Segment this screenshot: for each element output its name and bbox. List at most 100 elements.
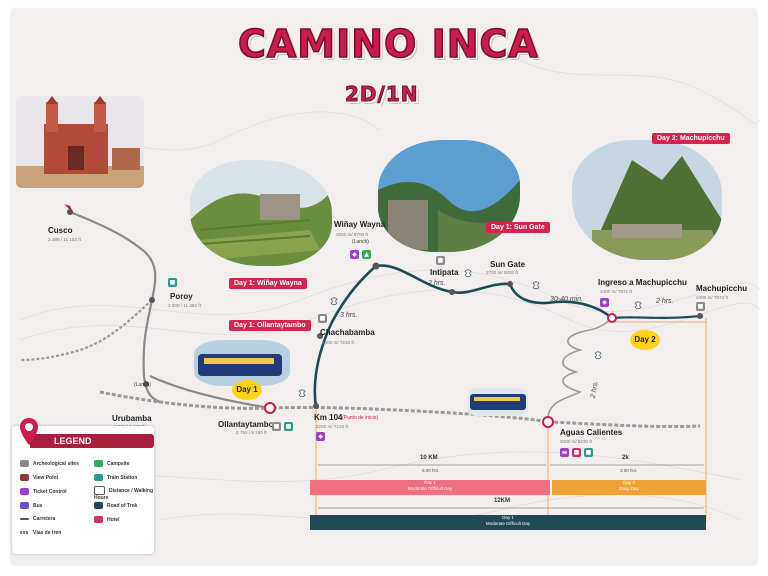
label-ollantaytambo: Ollantaytambo <box>218 420 274 429</box>
train-icon <box>94 474 103 481</box>
distance-12km: 12KM <box>494 498 511 504</box>
legend-label: Train Station <box>107 474 138 481</box>
legend-label: Vías de tren <box>33 530 62 536</box>
hiker-icon: ⛻ <box>594 350 603 362</box>
label-winaywayna: Wiñay Wayna <box>334 220 386 229</box>
alt-sungate: 2720 m/ 8920 ft <box>486 270 518 275</box>
legend-item-hotel: Hotel <box>94 516 120 523</box>
machupicchu-photo <box>572 140 722 260</box>
legend-label: Campsite <box>107 460 130 467</box>
hiker-icon: ⛻ <box>464 268 473 280</box>
route-ingreso-machupicchu <box>611 314 701 320</box>
alt-ingreso: 2400 m/ 7872 ft <box>600 289 632 294</box>
legend-label: Ticket Control <box>33 488 67 495</box>
segment-day1-bar: Day 1 Moderate Difficult Day <box>310 480 550 495</box>
label-sungate: Sun Gate <box>490 260 526 269</box>
map-pin-icon <box>20 418 38 446</box>
legend-label: Archeological sites <box>33 460 79 467</box>
label-poroy: Poroy <box>170 292 193 301</box>
train-station-icon: ■ <box>284 422 293 431</box>
segment-total-day: Day 1 <box>502 515 514 520</box>
ruins-icon <box>20 460 29 467</box>
legend-item-train: Train Station <box>94 474 137 481</box>
label-urubamba: Urubamba <box>112 414 152 423</box>
hiker-icon: ⛻ <box>298 388 307 400</box>
train-station-icon: ■ <box>168 278 177 287</box>
tent-icon <box>94 460 103 467</box>
label-ingreso: Ingreso a Machupicchu <box>598 278 687 287</box>
tag-day1-winay: Day 1: Wiñay Wayna <box>229 278 307 289</box>
duration-winay-intipata: 2 hrs. <box>428 280 446 287</box>
train-photo-aguas <box>468 388 528 416</box>
inca-trail-route <box>313 264 613 409</box>
legend-label: Bus <box>33 502 43 509</box>
legend-label: Road of Trek <box>107 502 138 509</box>
legend-label: Carretera <box>33 516 56 522</box>
poster-title: CAMINO INCA <box>237 21 539 67</box>
legend-item-trek: Road of Trek <box>94 502 137 509</box>
rail-icon <box>20 531 29 535</box>
note-winaywayna: (Lunch) <box>352 239 369 245</box>
hiker-icon: ⛻ <box>532 280 541 292</box>
distance-arrows <box>318 464 704 509</box>
hiker-icon: ⛻ <box>330 296 339 308</box>
label-aguascalientes: Aguas Calientes <box>560 428 623 437</box>
distance-2k: 2k <box>622 455 629 461</box>
cusco-pin-icon <box>64 204 74 214</box>
road-cusco-urubamba <box>69 210 161 404</box>
sun-gate-photo <box>378 140 520 252</box>
tag-day1-sungate: Day 1: Sun Gate <box>486 222 550 233</box>
legend-item-campsite: Campsite <box>94 460 130 467</box>
guide-lines <box>315 318 707 522</box>
hiker-icon <box>94 502 103 509</box>
duration-sungate-ingreso: 30-40 min. <box>550 296 584 303</box>
bus-road-switchbacks <box>547 317 613 423</box>
legend-label: Distance / Walking Hours <box>94 487 153 501</box>
eye-icon <box>20 474 29 481</box>
legend-item-archeological: Archeological sites <box>20 460 79 467</box>
legend-item-viewpoint: View Point <box>20 474 58 481</box>
ticket-icon: ◆ <box>350 250 359 259</box>
bus-icon: ▬ <box>560 448 569 457</box>
distance-icon <box>94 486 105 495</box>
label-chachabamba: Chachabamba <box>320 328 375 337</box>
ruins-icon: ■ <box>696 302 705 311</box>
alt-km104: 2200 m/ 7218 ft <box>316 424 348 429</box>
distance-10km: 10 KM <box>420 455 438 461</box>
hiker-icon: ⛻ <box>634 300 643 312</box>
note-urubamba: (Lunch) <box>134 382 151 388</box>
alt-machupicchu: 2400 m/ 7873 ft <box>696 295 728 300</box>
legend-label: Hotel <box>107 516 120 523</box>
tag-day1-ollantaytambo: Day 1: Ollantaytambo <box>229 320 311 331</box>
segment-total-diff: Moderate Difficult Day <box>485 521 531 526</box>
segment-day1-diff: Moderate Difficult Day <box>407 486 453 491</box>
day1-badge: Day 1 <box>232 380 262 400</box>
alt-winaywayna: 2650 m/ 8700 ft <box>336 232 368 237</box>
label-intipata: Intipata <box>430 268 459 277</box>
cusco-cathedral-photo <box>16 96 144 188</box>
label-machupicchu: Machupicchu <box>696 284 748 293</box>
legend-label: View Point <box>33 474 59 481</box>
legend-title: LEGEND <box>30 434 154 448</box>
alt-ollantaytambo: 2 792 / 9 160 ft <box>236 430 267 435</box>
duration-ingreso-machupicchu: 2 hrs. <box>656 298 674 305</box>
alt-aguascalientes: 2000 m/ 6230 ft <box>560 439 592 444</box>
road-icon <box>20 517 29 520</box>
alt-cusco: 3 399 / 11 152 ft <box>48 237 81 242</box>
legend-item-ticket: Ticket Control <box>20 488 67 495</box>
legend-item-bus: Bus <box>20 502 42 509</box>
rail-ollantaytambo-aguas <box>99 390 701 429</box>
day2-badge: Day 2 <box>630 330 660 350</box>
segment-day1-day: Day 1 <box>424 480 436 485</box>
train-station-icon: ■ <box>584 448 593 457</box>
duration-chacha-winay: 3 hrs. <box>340 312 358 319</box>
segment-day2-day: Day 2 <box>623 480 635 485</box>
rail-poroy <box>19 299 153 362</box>
ticket-icon: ◆ <box>316 432 325 441</box>
ticket-icon <box>20 488 29 495</box>
ruins-icon: ■ <box>436 256 445 265</box>
tag-day2-machupicchu: Day 2: Machupicchu <box>652 133 730 144</box>
ruins-icon: ■ <box>272 422 281 431</box>
label-km104: Km 104 <box>314 413 343 422</box>
